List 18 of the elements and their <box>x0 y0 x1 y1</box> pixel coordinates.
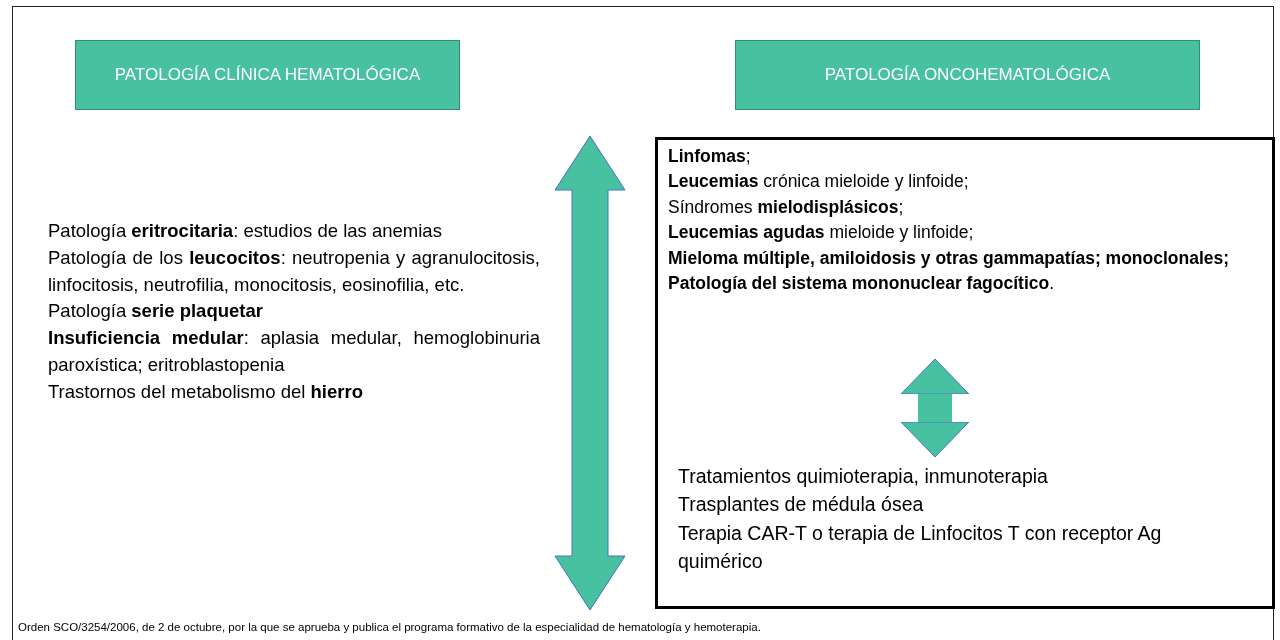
content-box <box>655 137 1275 609</box>
text-line: Patología eritrocitaria: estudios de las anemias <box>48 219 443 243</box>
text-line: Mieloma múltiple, amiloidosis y otras gammapatías; monoclonales; <box>668 246 1231 270</box>
text-line: Leucemias agudas mieloide y linfoide; <box>668 221 975 245</box>
text-line: Leucemias crónica mieloide y linfoide; <box>668 170 970 194</box>
text-line: Terapia CAR-T o terapia de Linfocitos T con receptor Ag quimérico <box>678 520 1163 574</box>
text-line: Síndromes mielodisplásicos; <box>668 195 905 219</box>
text-line: Patología serie plaquetar <box>48 299 264 324</box>
double-arrow <box>900 358 970 458</box>
category-box: PATOLOGÍA ONCOHEMATOLÓGICA <box>735 40 1200 110</box>
text-line: Linfomas; <box>668 145 752 168</box>
text-line: Trastornos del metabolismo del hierro <box>48 379 364 404</box>
text-line: Tratamientos quimioterapia, inmunoterapia <box>678 464 1049 489</box>
text-line: Patología de los leucocitos: neutropenia y agranulocitosis, linfocitosis, neutrofilia, monocitosis, eosinofilia, etc. <box>48 245 540 297</box>
text-line: Trasplantes de médula ósea <box>678 492 925 518</box>
caption: Orden SCO/3254/2006, de 2 de octubre, por la que se aprueba y publica el programa formativo de la especialidad de hematología y hemoterapia. <box>18 621 761 633</box>
category-box: PATOLOGÍA CLÍNICA HEMATOLÓGICA <box>75 40 460 110</box>
text-line: Patología del sistema mononuclear fagocítico. <box>668 271 1056 295</box>
